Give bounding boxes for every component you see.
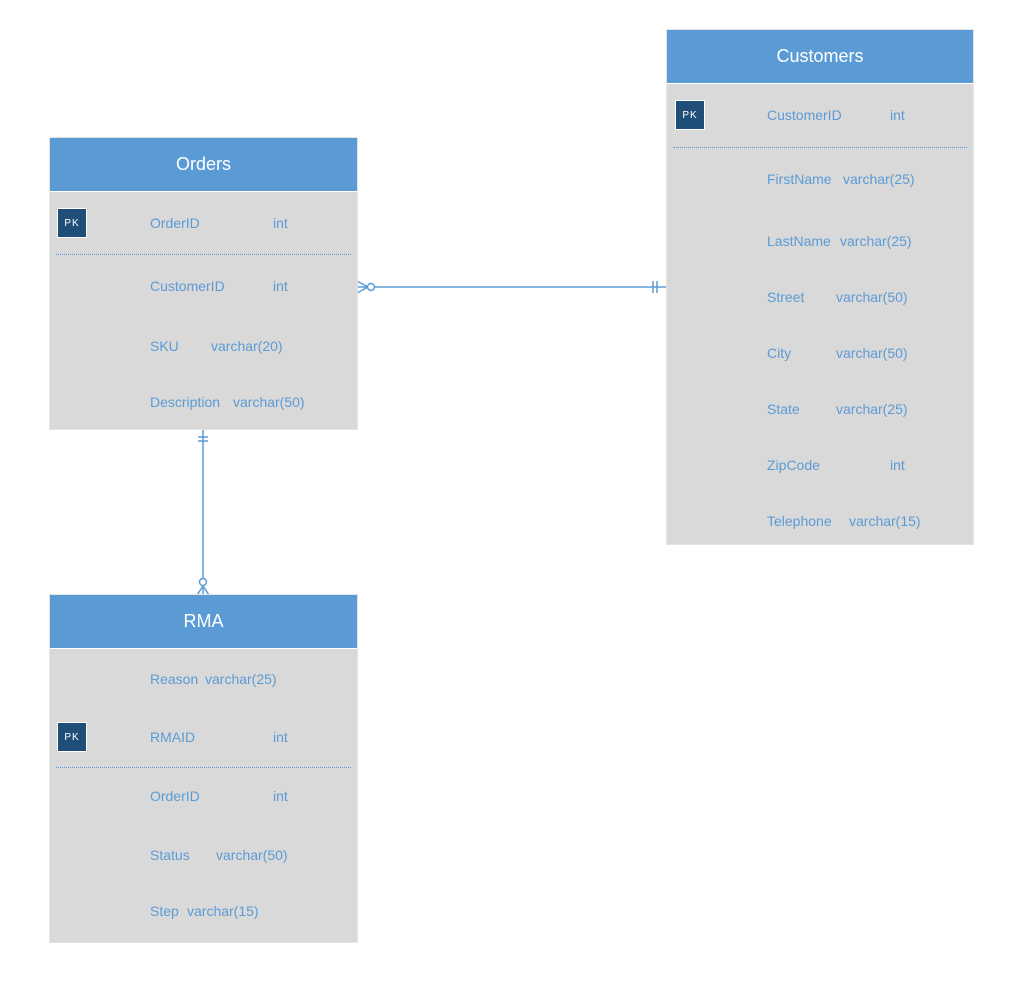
- pk-badge: PK: [57, 721, 87, 752]
- field-name: OrderID: [150, 214, 200, 231]
- pk-row[interactable]: PK RMAID int: [50, 709, 357, 764]
- orders-rma-relationship[interactable]: [196, 429, 210, 596]
- field-type: varchar(50): [836, 345, 908, 361]
- orders-customers-relationship[interactable]: [356, 280, 667, 294]
- field-row[interactable]: Status varchar(50): [50, 827, 357, 883]
- field-type: varchar(15): [849, 513, 921, 529]
- entity-title: RMA: [50, 595, 357, 649]
- field-row[interactable]: Street varchar(50): [667, 269, 973, 325]
- field-name: OrderID: [150, 787, 200, 804]
- field-name: Step: [150, 903, 179, 919]
- field-type: varchar(50): [216, 847, 288, 863]
- field-name: City: [767, 345, 792, 361]
- field-name: Description: [150, 394, 221, 410]
- field-row[interactable]: FirstName varchar(25): [667, 145, 973, 213]
- field-row[interactable]: State varchar(25): [667, 381, 973, 437]
- pk-separator: [673, 147, 967, 148]
- zero-circle: [198, 577, 208, 587]
- field-row[interactable]: CustomerID int: [50, 253, 357, 318]
- field-name: LastName: [767, 233, 831, 249]
- field-type: varchar(20): [211, 338, 283, 354]
- field-type: varchar(25): [843, 171, 915, 187]
- field-row[interactable]: Description varchar(50): [50, 374, 357, 430]
- field-type: varchar(25): [205, 671, 277, 687]
- field-name: Street: [767, 289, 805, 305]
- pk-separator: [56, 254, 351, 255]
- pk-badge: PK: [675, 99, 705, 130]
- entity-customers[interactable]: Customers PK CustomerID int FirstName va…: [667, 30, 973, 544]
- field-row[interactable]: City varchar(50): [667, 325, 973, 381]
- entity-orders[interactable]: Orders PK OrderID int CustomerID int SKU…: [50, 138, 357, 429]
- field-type: int: [273, 277, 288, 294]
- pk-row[interactable]: PK OrderID int: [50, 192, 357, 253]
- field-name: Reason: [150, 671, 199, 687]
- pk-badge: PK: [57, 207, 87, 238]
- field-name: State: [767, 401, 800, 417]
- field-name: FirstName: [767, 171, 832, 187]
- field-row[interactable]: ZipCode int: [667, 437, 973, 493]
- field-row[interactable]: LastName varchar(25): [667, 213, 973, 269]
- field-row[interactable]: Step varchar(15): [50, 883, 357, 939]
- field-type: int: [890, 106, 905, 123]
- field-type: varchar(25): [840, 233, 912, 249]
- field-name: ZipCode: [767, 457, 820, 473]
- field-name: CustomerID: [150, 277, 225, 294]
- field-type: varchar(50): [836, 289, 908, 305]
- field-type: int: [273, 728, 288, 745]
- field-row[interactable]: Telephone varchar(15): [667, 493, 973, 549]
- crows-foot-bottom: [356, 286, 369, 294]
- field-row[interactable]: Reason varchar(25): [50, 649, 357, 709]
- field-row[interactable]: SKU varchar(20): [50, 318, 357, 374]
- crows-foot-right: [202, 585, 210, 596]
- field-type: int: [890, 457, 905, 473]
- field-name: Telephone: [767, 513, 832, 529]
- field-type: int: [273, 787, 288, 804]
- entity-rma[interactable]: RMA Reason varchar(25) PK RMAID int Orde…: [50, 595, 357, 942]
- field-name: SKU: [150, 338, 179, 354]
- zero-circle: [366, 282, 376, 292]
- entity-title: Orders: [50, 138, 357, 192]
- crows-foot-left: [196, 585, 204, 596]
- pk-row[interactable]: PK CustomerID int: [667, 84, 973, 145]
- field-name: RMAID: [150, 728, 196, 745]
- pk-separator: [56, 767, 351, 768]
- field-type: varchar(15): [187, 903, 259, 919]
- entity-title: Customers: [667, 30, 973, 84]
- field-row[interactable]: OrderID int: [50, 764, 357, 827]
- field-type: varchar(25): [836, 401, 908, 417]
- field-name: Status: [150, 847, 190, 863]
- field-type: varchar(50): [233, 394, 305, 410]
- field-name: CustomerID: [767, 106, 842, 123]
- field-type: int: [273, 214, 288, 231]
- crows-foot-top: [356, 280, 369, 288]
